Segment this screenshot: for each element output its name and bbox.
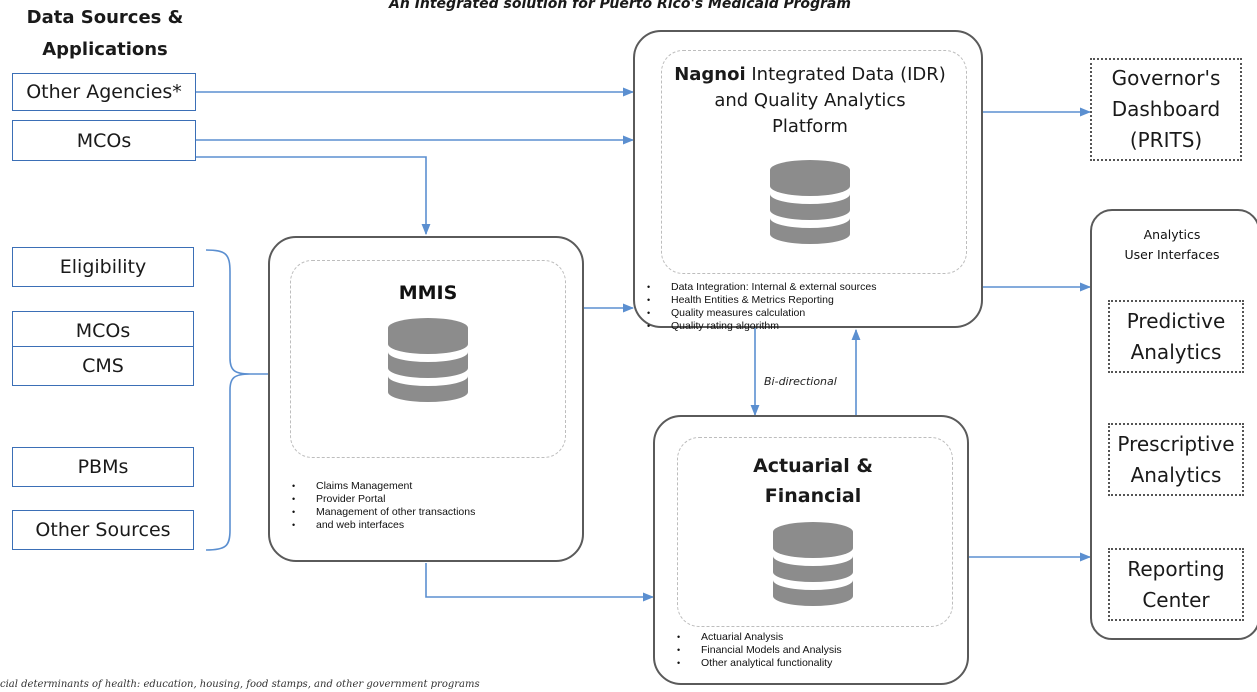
- actuarial-bullet: Financial Models and Analysis: [671, 644, 967, 657]
- mmis-bullet: Provider Portal: [286, 493, 578, 506]
- source-pbms: PBMs: [12, 447, 194, 487]
- source-label: Other Sources: [35, 519, 171, 541]
- source-label: CMS: [82, 355, 124, 377]
- source-label: MCOs: [75, 320, 131, 342]
- nagnoi-bullet: Quality rating algorithm: [641, 320, 981, 333]
- bracket-icon: [205, 249, 268, 551]
- source-mcos: MCOs: [12, 311, 194, 351]
- source-label: MCOs: [76, 129, 132, 152]
- nagnoi-bullets: Data Integration: Internal & external so…: [641, 281, 981, 333]
- actuarial-bullet: Other analytical functionality: [671, 657, 967, 670]
- source-eligibility: Eligibility: [12, 247, 194, 287]
- governor-line3: (PRITS): [1129, 128, 1203, 152]
- actuarial-bullets: Actuarial Analysis Financial Models and …: [671, 631, 967, 670]
- predictive-line2: Analytics: [1130, 339, 1222, 364]
- nagnoi-title: Nagnoi Integrated Data (IDR) and Quality…: [635, 62, 985, 140]
- prescriptive-line1: Prescriptive: [1117, 431, 1235, 456]
- actuarial-box: Actuarial & Financial Actuarial Analysis…: [653, 415, 969, 685]
- predictive-analytics: Predictive Analytics: [1108, 300, 1244, 373]
- reporting-line1: Reporting: [1127, 556, 1225, 581]
- database-icon: [770, 160, 850, 244]
- nagnoi-bullet: Quality measures calculation: [641, 307, 981, 320]
- sources-heading-line1: Data Sources &: [26, 7, 184, 28]
- reporting-center: Reporting Center: [1108, 548, 1244, 621]
- nagnoi-title-line3: Platform: [772, 116, 848, 137]
- governor-dashboard: Governor's Dashboard (PRITS): [1090, 58, 1242, 161]
- actuarial-bullet: Actuarial Analysis: [671, 631, 967, 644]
- arrow-mcos-to-mmis: [196, 156, 431, 236]
- nagnoi-brand: Nagnoi: [674, 64, 746, 85]
- nagnoi-box: Nagnoi Integrated Data (IDR) and Quality…: [633, 30, 985, 333]
- nagnoi-inner-frame: [661, 50, 967, 274]
- nagnoi-title-line1: Nagnoi Integrated Data (IDR): [635, 62, 985, 88]
- analytics-heading-line1: Analytics: [1143, 227, 1201, 242]
- footnote: cial determinants of health: education, …: [0, 679, 480, 690]
- source-label: PBMs: [77, 456, 129, 478]
- source-mcos-top: MCOs: [12, 120, 196, 161]
- actuarial-inner-frame: [677, 437, 953, 627]
- prescriptive-line2: Analytics: [1130, 462, 1222, 487]
- nagnoi-bullet: Data Integration: Internal & external so…: [641, 281, 981, 294]
- actuarial-title-line1: Actuarial &: [753, 455, 873, 477]
- source-label: Other Agencies*: [26, 81, 182, 103]
- predictive-line1: Predictive: [1126, 308, 1226, 333]
- nagnoi-title-line2: and Quality Analytics: [714, 90, 906, 111]
- mmis-inner-frame: [290, 260, 566, 458]
- reporting-line2: Center: [1142, 587, 1210, 612]
- analytics-heading: Analytics User Interfaces: [1092, 225, 1252, 265]
- prescriptive-analytics: Prescriptive Analytics: [1108, 423, 1244, 496]
- database-icon: [388, 318, 468, 402]
- nagnoi-title-rest: Integrated Data (IDR): [745, 64, 946, 85]
- page-subtitle: An Integrated solution for Puerto Rico's…: [389, 0, 851, 12]
- arrow-mmis-to-actuarial: [425, 563, 655, 602]
- source-other-sources: Other Sources: [12, 510, 194, 550]
- mmis-box: MMIS Claims Management Provider Portal M…: [268, 236, 584, 562]
- source-cms: CMS: [12, 346, 194, 386]
- actuarial-title-line2: Financial: [764, 485, 862, 507]
- source-other-agencies: Other Agencies*: [12, 73, 196, 111]
- mmis-title: MMIS: [398, 282, 458, 304]
- nagnoi-bullet: Health Entities & Metrics Reporting: [641, 294, 981, 307]
- analytics-heading-line2: User Interfaces: [1124, 247, 1220, 262]
- governor-line2: Dashboard: [1111, 97, 1221, 121]
- mmis-bullet-continued: and web interfaces: [286, 519, 578, 532]
- governor-line1: Governor's: [1111, 66, 1221, 90]
- database-icon: [773, 522, 853, 606]
- sources-heading-line2: Applications: [42, 39, 168, 60]
- mmis-bullets: Claims Management Provider Portal Manage…: [286, 480, 578, 532]
- mmis-bullet: Management of other transactions: [286, 506, 578, 519]
- bidirectional-label: Bi-directional: [764, 375, 837, 388]
- sources-heading: Data Sources & Applications: [12, 4, 198, 64]
- source-label: Eligibility: [59, 256, 147, 278]
- analytics-panel: Analytics User Interfaces Predictive Ana…: [1090, 209, 1257, 640]
- actuarial-title: Actuarial & Financial: [655, 451, 971, 511]
- mmis-bullet: Claims Management: [286, 480, 578, 493]
